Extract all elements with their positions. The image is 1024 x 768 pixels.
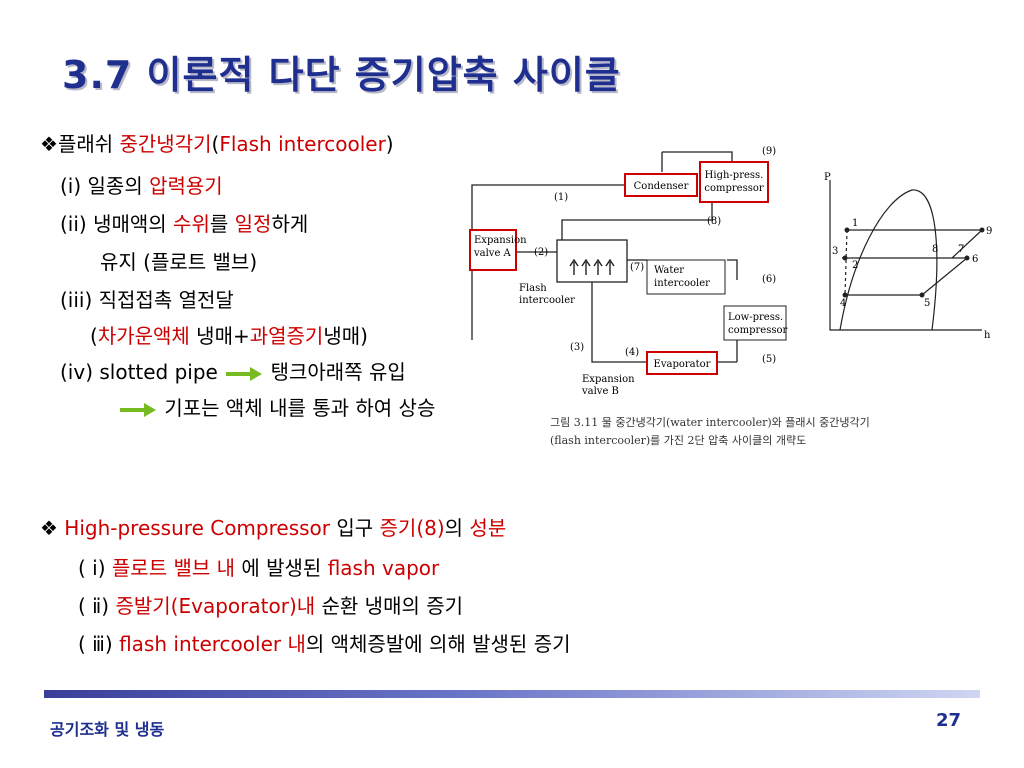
item-iii: (iii) 직접접촉 열전달 xyxy=(60,288,234,312)
state-label: (1) xyxy=(554,192,568,203)
lp-compressor-label-1: Low-press. xyxy=(728,312,783,323)
condenser-label: Condenser xyxy=(634,181,689,192)
item-highlight: )내 xyxy=(288,594,316,618)
item-text: 를 xyxy=(209,212,235,236)
component-iii: ( ⅲ) flash intercooler 내의 액체증발에 의해 발생된 증… xyxy=(78,628,571,657)
ph-point: 4 xyxy=(840,298,846,309)
hp-compressor-label-2: compressor xyxy=(704,183,763,194)
item-iii-detail: (차가운액체 냉매+과열증기냉매) xyxy=(90,320,368,349)
footer-divider xyxy=(44,690,980,698)
item-highlight: 일정 xyxy=(234,212,272,236)
item-highlight: 플로트 밸브 내 xyxy=(111,556,236,580)
state-label: (6) xyxy=(762,274,776,285)
diamond-bullet-icon: ❖ xyxy=(40,132,58,156)
item-i: (i) 일종의 압력용기 xyxy=(60,170,223,199)
item-highlight: 과열증기 xyxy=(249,324,324,348)
item-highlight: 수위 xyxy=(173,212,210,236)
ph-point: 1 xyxy=(852,218,858,229)
heading-text: 입구 xyxy=(330,516,380,540)
state-label: (2) xyxy=(534,247,548,258)
item-text: 에 발생된 xyxy=(235,556,328,580)
right-arrow-icon xyxy=(120,402,156,417)
item-text: ( ⅲ) xyxy=(78,632,120,656)
heading-text: 플래쉬 xyxy=(57,132,120,156)
item-text: (iv) slotted pipe xyxy=(60,360,218,384)
schematic-diagram: Condenser High-press. compressor Expansi… xyxy=(469,146,992,397)
item-text: ( ⅱ) xyxy=(78,594,116,618)
axis-p-label: P xyxy=(824,172,831,183)
cycle-figure: Condenser High-press. compressor Expansi… xyxy=(462,140,1002,460)
state-label: (7) xyxy=(630,262,644,273)
section1-heading: ❖플래쉬 중간냉각기(Flash intercooler) xyxy=(40,128,394,157)
state-label: (4) xyxy=(625,347,639,358)
item-text: (ii) 냉매액의 xyxy=(60,212,174,236)
lp-compressor-label-2: compressor xyxy=(728,325,787,336)
ph-point: 5 xyxy=(924,298,930,309)
heading-english: Flash intercooler xyxy=(219,132,386,156)
heading-text: 의 xyxy=(444,516,470,540)
evaporator-label: Evaporator xyxy=(654,359,711,370)
water-intercooler-label-1: Water xyxy=(654,265,684,276)
item-text: 순환 냉매의 증기 xyxy=(315,594,464,618)
ph-point: 9 xyxy=(986,226,992,237)
item-highlight: 차가운액체 xyxy=(97,324,190,348)
axis-h-label: h xyxy=(984,330,991,341)
ph-point: 8 xyxy=(932,244,938,255)
water-intercooler-label-2: intercooler xyxy=(654,278,710,289)
state-label: (9) xyxy=(762,146,776,157)
state-label: (8) xyxy=(707,216,721,227)
item-highlight: 압력용기 xyxy=(149,174,223,198)
state-label: (5) xyxy=(762,354,776,365)
component-ii: ( ⅱ) 증발기(Evaporator)내 순환 냉매의 증기 xyxy=(78,590,463,619)
expansion-valve-a-label-2: valve A xyxy=(473,248,512,259)
expansion-valve-b-label-2: valve B xyxy=(581,386,619,397)
heading-highlight: 증기(8) xyxy=(379,516,445,540)
expansion-valve-a-label-1: Expansion xyxy=(474,235,527,246)
hp-compressor-label-1: High-press. xyxy=(705,170,764,181)
item-ii-cont: 유지 (플로트 밸브) xyxy=(100,250,258,274)
heading-highlight: High-pressure Compressor xyxy=(64,516,330,540)
expansion-valve-b-label-1: Expansion xyxy=(582,374,635,385)
ph-point: 3 xyxy=(832,246,838,257)
paren: ) xyxy=(385,132,394,156)
component-i: ( ⅰ) 플로트 밸브 내 에 발생된 flash vapor xyxy=(78,552,439,581)
item-highlight: Evaporator xyxy=(178,594,289,618)
item-highlight: 증발기( xyxy=(115,594,179,618)
ph-point: 2 xyxy=(852,260,858,271)
flash-intercooler-label-2: intercooler xyxy=(519,295,575,306)
ph-point: 7 xyxy=(958,244,964,255)
paren: ( xyxy=(90,324,98,348)
diamond-bullet-icon: ❖ xyxy=(40,516,58,540)
flash-intercooler-label-1: Flash xyxy=(519,283,547,294)
right-arrow-icon xyxy=(226,366,263,381)
figure-caption-2: (flash intercooler)를 가진 2단 압축 사이클의 개략도 xyxy=(550,434,807,447)
state-label: (3) xyxy=(570,342,584,353)
footer-course-title: 공기조화 및 냉동 xyxy=(50,720,165,739)
section2-heading: ❖ High-pressure Compressor 입구 증기(8)의 성분 xyxy=(40,512,506,541)
item-iv: (iv) slotted pipe 탱크아래쪽 유입 xyxy=(60,356,406,385)
heading-highlight: 성분 xyxy=(469,516,507,540)
item-text: 하게 xyxy=(271,212,309,236)
item-iv-detail: 기포는 액체 내를 통과 하여 상승 xyxy=(118,392,435,421)
figure-caption-1: 그림 3.11 물 중간냉각기(water intercooler)와 플래시 … xyxy=(550,416,870,429)
slide-title: 3.7 이론적 다단 증기압축 사이클 xyxy=(62,53,621,97)
item-highlight: flash intercooler 내 xyxy=(119,632,306,656)
item-ii: (ii) 냉매액의 수위를 일정하게 xyxy=(60,208,308,237)
ph-point: 6 xyxy=(972,254,978,265)
item-text: ( ⅰ) xyxy=(78,556,112,580)
item-text: 탱크아래쪽 유입 xyxy=(270,360,406,384)
item-text: (i) 일종의 xyxy=(60,174,150,198)
item-highlight: flash vapor xyxy=(327,556,440,580)
item-text: 의 액체증발에 의해 발생된 증기 xyxy=(305,632,571,656)
item-text: 냉매) xyxy=(323,324,368,348)
paren: ( xyxy=(211,132,220,156)
page-number: 27 xyxy=(936,710,962,731)
item-text: 냉매+ xyxy=(189,324,250,348)
heading-highlight: 중간냉각기 xyxy=(119,132,212,156)
item-text: 기포는 액체 내를 통과 하여 상승 xyxy=(164,396,436,420)
